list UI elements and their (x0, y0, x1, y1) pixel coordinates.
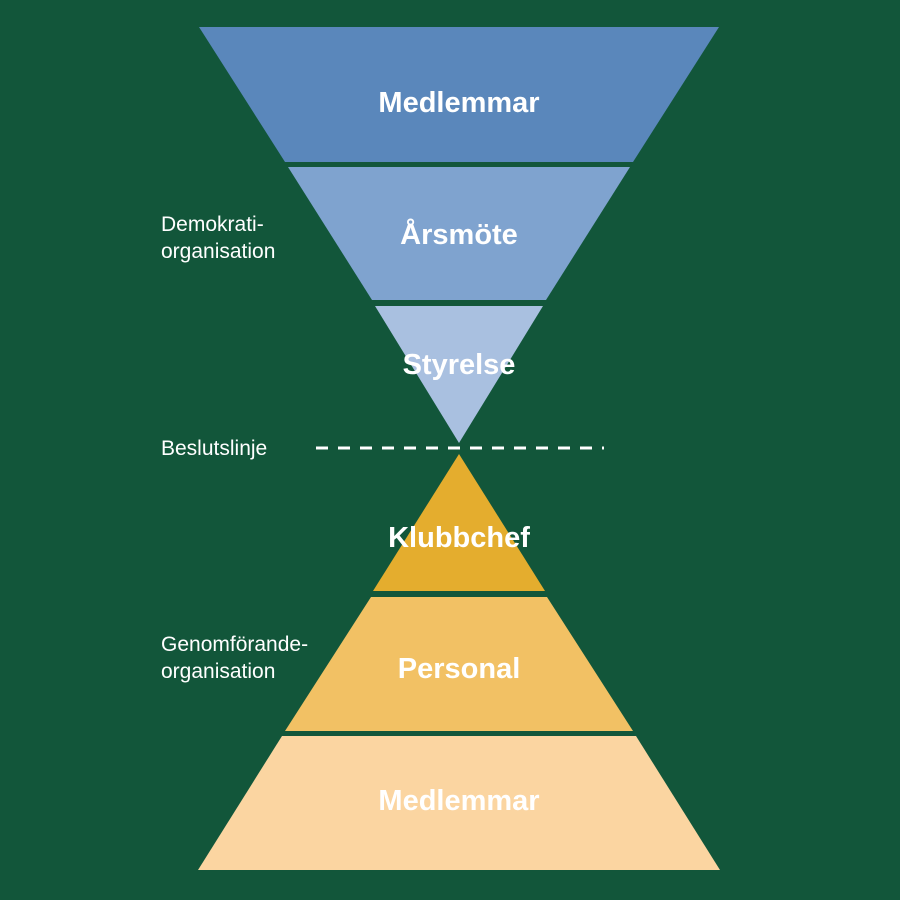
decision-label-text: Beslutslinje (161, 437, 268, 460)
top-tier-3-band (375, 306, 543, 443)
bottom-tier-2-label: Personal (398, 653, 521, 685)
top-tier-1-band (199, 27, 719, 162)
democracy-label-line1: Demokrati- (161, 213, 264, 236)
top-tier-2-band (288, 167, 630, 300)
bottom-tier-3-band (198, 736, 720, 870)
execution-label-line1: Genomförande- (161, 633, 309, 656)
bottom-tier-2-band (285, 597, 633, 731)
top-tier-2-label: Årsmöte (400, 218, 518, 251)
bottom-tier-1-label: Klubbchef (388, 522, 530, 554)
decision-line-label: Beslutslinje (161, 435, 267, 462)
execution-label-line2: organisation (161, 660, 276, 683)
top-tier-3-label: Styrelse (403, 349, 516, 381)
top-tier-1-label: Medlemmar (378, 87, 539, 119)
bottom-tier-3-label: Medlemmar (378, 785, 539, 817)
execution-organisation-label: Genomförande- organisation (161, 631, 308, 685)
democracy-organisation-label: Demokrati- organisation (161, 211, 275, 265)
bottom-tier-1-band (373, 454, 545, 591)
democracy-label-line2: organisation (161, 240, 276, 263)
